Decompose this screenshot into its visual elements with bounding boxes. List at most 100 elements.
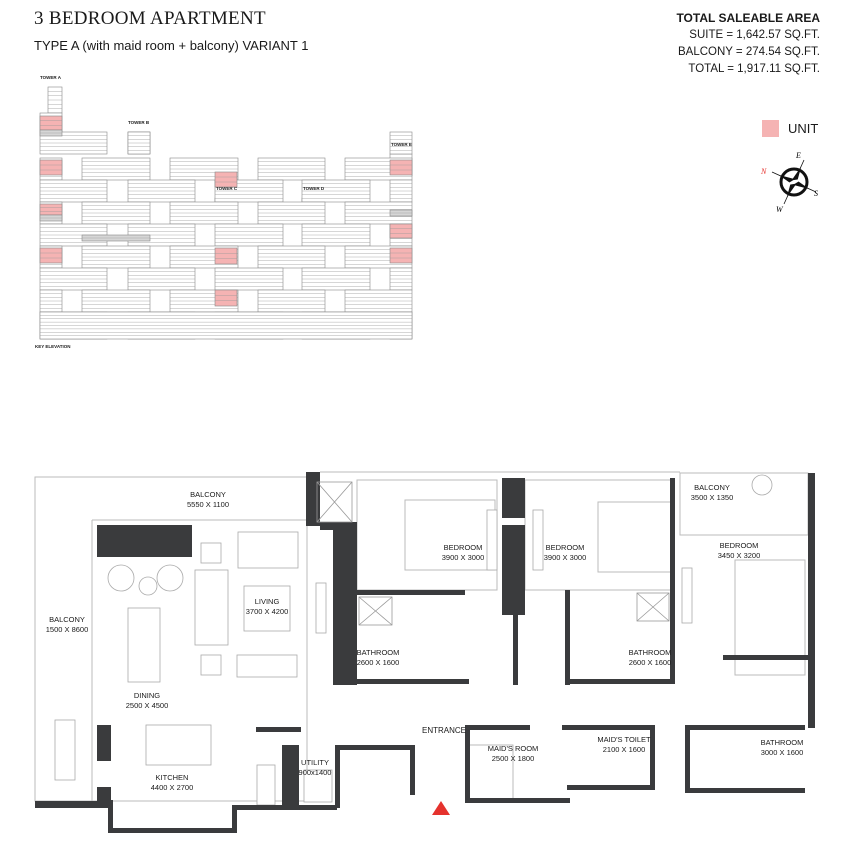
- compass-w: W: [776, 205, 784, 214]
- compass-s: S: [814, 189, 818, 198]
- room-name: MAID'S TOILET: [597, 735, 651, 744]
- room-size: 3000 X 1600: [760, 748, 804, 757]
- key-elevation-caption: KEY ELEVATION: [35, 344, 71, 349]
- page-title: 3 BEDROOM APARTMENT: [34, 8, 266, 29]
- floor-plan: [34, 471, 815, 833]
- elev-row: [301, 179, 371, 203]
- area-total: TOTAL = 1,917.11 SQ.FT.: [688, 63, 820, 75]
- room-size: 3900 X 3000: [543, 553, 587, 562]
- furniture: [54, 474, 773, 806]
- elev-row: [389, 267, 413, 291]
- room-size: 3500 X 1350: [690, 493, 734, 502]
- unit-swatch: [762, 120, 779, 137]
- room-size: 2500 X 1800: [491, 754, 535, 763]
- room-name: DINING: [133, 691, 161, 700]
- room-size: 900x1400: [298, 768, 332, 777]
- page-subtitle: TYPE A (with maid room + balcony) VARIAN…: [34, 38, 309, 53]
- compass-e: E: [795, 151, 801, 160]
- room-size: 2600 X 1600: [628, 658, 672, 667]
- grey-floor: [81, 234, 151, 242]
- unit-highlight: [39, 203, 63, 216]
- room-size: 3900 X 3000: [441, 553, 485, 562]
- area-suite: SUITE = 1,642.57 SQ.FT.: [689, 29, 820, 41]
- room-name: BEDROOM: [545, 543, 585, 552]
- elev-row: [81, 289, 151, 313]
- walls: [35, 472, 815, 833]
- unit-highlight: [39, 159, 63, 176]
- entrance-arrow-icon: [432, 801, 450, 815]
- elev-row: [301, 223, 371, 247]
- shaft-boxes: [316, 481, 670, 626]
- elev-row: [127, 131, 151, 155]
- elev-row: [39, 179, 108, 203]
- room-name: UTILITY: [301, 758, 329, 767]
- room-name: BATHROOM: [628, 648, 672, 657]
- elev-row: [39, 289, 63, 313]
- elev-row: [344, 201, 413, 225]
- saleable-area: TOTAL SALEABLE AREA SUITE = 1,642.57 SQ.…: [676, 10, 820, 78]
- room-name: LIVING: [254, 597, 280, 606]
- room-name: KITCHEN: [155, 773, 189, 782]
- tower-e-label: TOWER E: [391, 142, 412, 147]
- room-size: 3700 X 4200: [245, 607, 289, 616]
- elev-row: [301, 267, 371, 291]
- room-name: BALCONY: [190, 490, 226, 499]
- elev-row: [127, 267, 196, 291]
- elev-row: [39, 267, 108, 291]
- unit-highlight: [214, 171, 238, 188]
- elev-podium: [39, 311, 413, 340]
- elev-row: [81, 201, 151, 225]
- tower-d-label: TOWER D: [303, 186, 325, 191]
- grey-floor: [389, 209, 413, 217]
- unit-highlight: [214, 247, 238, 265]
- unit-highlight: [214, 289, 238, 307]
- elev-row: [214, 223, 284, 247]
- legend-label: UNIT: [788, 121, 819, 136]
- elev-row: [257, 157, 326, 181]
- unit-highlight: [39, 247, 63, 264]
- room-size: 4400 X 2700: [150, 783, 194, 792]
- key-elevation-drawing: [39, 86, 413, 340]
- room-name: BEDROOM: [443, 543, 483, 552]
- tower-c-label: TOWER C: [216, 186, 238, 191]
- room-size: 3450 X 3200: [717, 551, 761, 560]
- area-balcony: BALCONY = 274.54 SQ.FT.: [677, 46, 820, 58]
- unit-highlight: [389, 159, 413, 176]
- elev-row: [214, 267, 284, 291]
- elev-row: [389, 131, 413, 155]
- room-size: 2100 X 1600: [602, 745, 646, 754]
- unit-highlight: [39, 115, 63, 131]
- room-name: BATHROOM: [356, 648, 400, 657]
- room-size: 5550 X 1100: [187, 500, 229, 509]
- compass-n: N: [760, 167, 767, 176]
- tower-a-label: TOWER A: [40, 75, 61, 80]
- room-name: BALCONY: [694, 483, 730, 492]
- elev-row: [257, 245, 326, 269]
- legend: UNIT: [762, 120, 818, 137]
- room-name: MAID'S ROOM: [487, 744, 539, 753]
- elev-row: [257, 201, 326, 225]
- unit-highlight: [389, 247, 413, 264]
- unit-highlight: [389, 223, 413, 239]
- room-size: 2500 X 4500: [125, 701, 169, 710]
- tower-a-top: [47, 86, 63, 114]
- tower-b-label: TOWER B: [128, 120, 150, 125]
- room-size: 1500 X 8600: [45, 625, 89, 634]
- compass-icon: N E S W: [760, 151, 818, 214]
- elev-row: [389, 179, 413, 203]
